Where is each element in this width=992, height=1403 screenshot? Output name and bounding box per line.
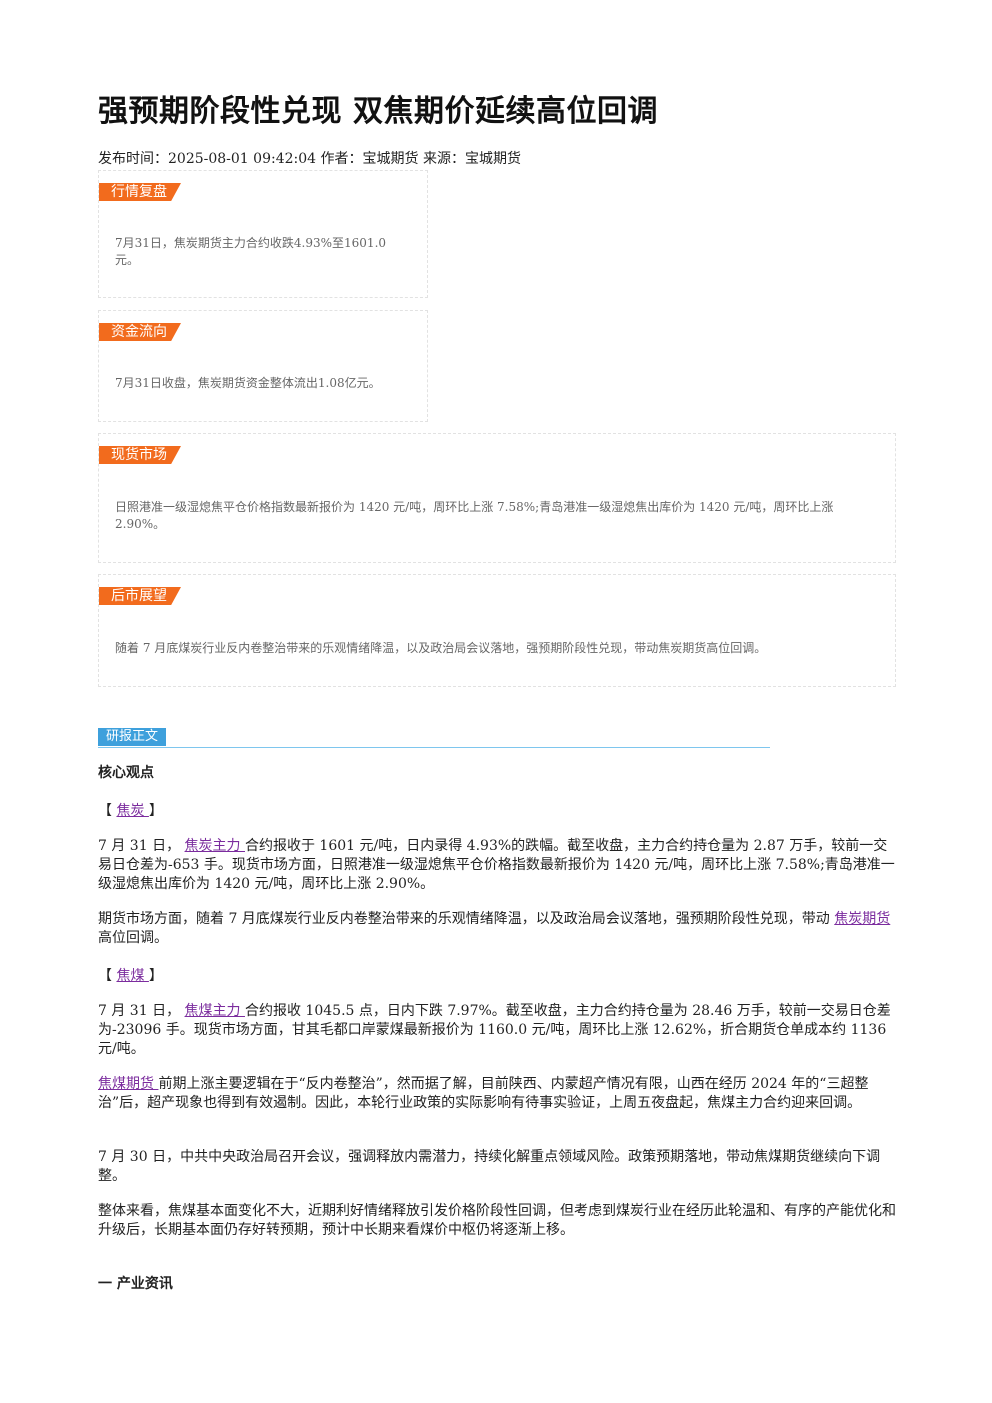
article-meta: 发布时间：2025-08-01 09:42:04 作者：宝城期货 来源：宝城期货 bbox=[98, 151, 521, 167]
coke-main-link[interactable]: 焦炭主力 bbox=[184, 838, 245, 854]
coke-heading: 【 焦炭 】 bbox=[98, 803, 163, 819]
card-text: 7月31日收盘，焦炭期货资金整体流出1.08亿元。 bbox=[115, 376, 381, 390]
coal-main-link[interactable]: 焦煤主力 bbox=[184, 1003, 245, 1019]
card-outlook: 后市展望 随着 7 月底煤炭行业反内卷整治带来的乐观情绪降温，以及政治局会议落地… bbox=[98, 574, 896, 687]
coal-heading: 【 焦煤 】 bbox=[98, 968, 163, 984]
report-section-bar: 研报正文 bbox=[98, 728, 770, 748]
coke-paragraph-1: 7 月 31 日， 焦炭主力 合约报收于 1601 元/吨，日内录得 4.93%… bbox=[98, 838, 895, 892]
page-title: 强预期阶段性兑现 双焦期价延续高位回调 bbox=[98, 94, 658, 129]
coal-paragraph-4: 整体来看，焦煤基本面变化不大，近期利好情绪释放引发价格阶段性回调，但考虑到煤炭行… bbox=[98, 1203, 896, 1238]
coal-link[interactable]: 焦煤 bbox=[116, 968, 149, 984]
card-text: 7月31日，焦炭期货主力合约收跌4.93%至1601.0元。 bbox=[115, 236, 387, 267]
card-fund-flow: 资金流向 7月31日收盘，焦炭期货资金整体流出1.08亿元。 bbox=[98, 310, 428, 422]
section-tag: 研报正文 bbox=[98, 728, 167, 746]
card-tag: 资金流向 bbox=[99, 323, 181, 341]
coal-paragraph-2: 焦煤期货 前期上涨主要逻辑在于“反内卷整治”，然而据了解，目前陕西、内蒙超产情况… bbox=[98, 1076, 869, 1111]
coal-paragraph-3: 7 月 30 日，中共中央政治局召开会议，强调释放内需潜力，持续化解重点领域风险… bbox=[98, 1149, 881, 1184]
core-view-heading: 核心观点 bbox=[98, 765, 154, 781]
coal-paragraph-1: 7 月 31 日， 焦煤主力 合约报收 1045.5 点，日内下跌 7.97%。… bbox=[98, 1003, 891, 1057]
card-text: 随着 7 月底煤炭行业反内卷整治带来的乐观情绪降温，以及政治局会议落地，强预期阶… bbox=[115, 641, 767, 655]
coke-paragraph-2: 期货市场方面，随着 7 月底煤炭行业反内卷整治带来的乐观情绪降温，以及政治局会议… bbox=[98, 911, 891, 946]
coke-link[interactable]: 焦炭 bbox=[116, 803, 149, 819]
industry-heading: 一 产业资讯 bbox=[98, 1276, 173, 1292]
card-market-review: 行情复盘 7月31日，焦炭期货主力合约收跌4.93%至1601.0元。 bbox=[98, 170, 428, 298]
coke-futures-link[interactable]: 焦炭期货 bbox=[834, 911, 891, 927]
coal-futures-link[interactable]: 焦煤期货 bbox=[98, 1076, 159, 1092]
card-tag: 现货市场 bbox=[99, 446, 181, 464]
card-spot-market: 现货市场 日照港准一级湿熄焦平仓价格指数最新报价为 1420 元/吨，周环比上涨… bbox=[98, 433, 896, 563]
card-tag: 后市展望 bbox=[99, 587, 181, 605]
card-tag: 行情复盘 bbox=[99, 183, 181, 201]
card-text: 日照港准一级湿熄焦平仓价格指数最新报价为 1420 元/吨，周环比上涨 7.58… bbox=[115, 500, 834, 531]
